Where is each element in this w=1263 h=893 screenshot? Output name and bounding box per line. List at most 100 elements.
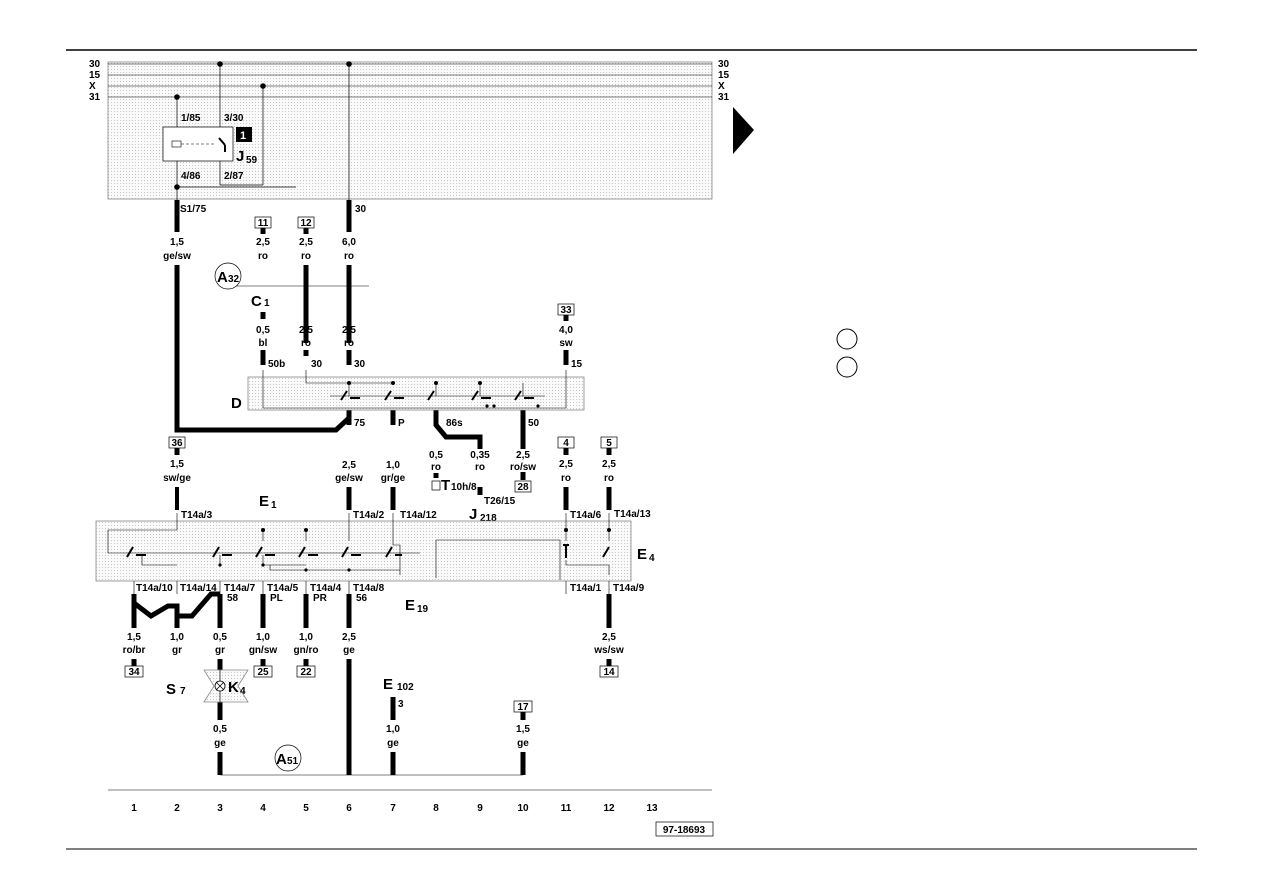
wire-label-4: 4 2,5 ro bbox=[557, 436, 575, 484]
wire-label-12: 12 2,5 ro bbox=[297, 216, 315, 262]
svg-text:ws/sw: ws/sw bbox=[593, 645, 624, 656]
e19-sub: 19 bbox=[417, 604, 429, 615]
svg-text:4: 4 bbox=[260, 803, 266, 814]
svg-text:3: 3 bbox=[217, 803, 223, 814]
wire-label-ign-p: 1,0 gr/ge bbox=[381, 460, 406, 484]
svg-text:1,5: 1,5 bbox=[170, 237, 184, 248]
svg-text:ro: ro bbox=[344, 251, 354, 262]
e4-sub: 4 bbox=[649, 553, 655, 564]
j218-label: J bbox=[469, 506, 477, 523]
svg-text:bl: bl bbox=[259, 338, 268, 349]
k4-sub: 4 bbox=[240, 686, 246, 697]
wire-label-ign-75: 2,5 ge/sw bbox=[335, 460, 363, 484]
svg-text:30: 30 bbox=[311, 359, 323, 370]
svg-text:0,5: 0,5 bbox=[213, 724, 227, 735]
wire-label-low-6: 2,5 ge bbox=[342, 632, 356, 656]
svg-text:gr: gr bbox=[215, 645, 225, 656]
svg-text:6,0: 6,0 bbox=[342, 237, 356, 248]
ign-pin-86s: 86s bbox=[446, 418, 463, 429]
ignition-switch-box bbox=[247, 376, 585, 411]
svg-text:ro: ro bbox=[604, 473, 614, 484]
relay-pin-330: 3/30 bbox=[224, 113, 244, 124]
pin-t14a-1: T14a/1 bbox=[570, 583, 602, 594]
j218-sub: 218 bbox=[480, 513, 497, 524]
legend-circle-icon bbox=[836, 328, 858, 350]
svg-text:3: 3 bbox=[398, 699, 404, 710]
relay-contact-icon bbox=[218, 137, 226, 152]
svg-text:ge: ge bbox=[387, 738, 399, 749]
wire-label-36: 36 1,5 sw/ge bbox=[163, 436, 191, 484]
svg-text:1,5: 1,5 bbox=[127, 632, 141, 643]
e1-label: E bbox=[259, 493, 269, 510]
svg-text:gr/ge: gr/ge bbox=[381, 473, 406, 484]
svg-text:1,0: 1,0 bbox=[170, 632, 184, 643]
s7-sub: 7 bbox=[180, 686, 186, 697]
svg-text:30: 30 bbox=[354, 359, 366, 370]
svg-text:36: 36 bbox=[171, 438, 183, 449]
svg-text:ro: ro bbox=[475, 462, 485, 473]
wire-label-ign-86s-b: 0,35 ro bbox=[470, 450, 490, 473]
rail-31-label-left: 31 bbox=[89, 92, 101, 103]
svg-text:2,5: 2,5 bbox=[299, 325, 313, 336]
rail-30-label-right: 30 bbox=[718, 59, 730, 70]
lamp-icon bbox=[214, 680, 226, 692]
svg-text:11: 11 bbox=[561, 803, 572, 814]
svg-text:1,5: 1,5 bbox=[170, 459, 184, 470]
t2615-label: T26/15 bbox=[484, 496, 516, 507]
switch-dots bbox=[218, 528, 611, 572]
svg-text:2,5: 2,5 bbox=[299, 237, 313, 248]
pin-t14a-4: T14a/4 bbox=[310, 583, 342, 594]
a32-label: A bbox=[217, 269, 228, 286]
wire-label-bottom-7: 3 1,0 ge bbox=[386, 699, 404, 749]
wire-label-bottom-10: 17 1,5 ge bbox=[513, 700, 533, 749]
svg-text:17: 17 bbox=[517, 702, 529, 713]
svg-text:9: 9 bbox=[477, 803, 483, 814]
pin-t14a-3: T14a/3 bbox=[181, 510, 213, 521]
wire-label-low-1: 1,5 ro/br 34 bbox=[123, 632, 146, 678]
ignition-contacts-icon bbox=[340, 390, 534, 401]
svg-text:4,0: 4,0 bbox=[559, 325, 573, 336]
svg-text:ge: ge bbox=[517, 738, 529, 749]
svg-text:7: 7 bbox=[390, 803, 396, 814]
svg-text:25: 25 bbox=[257, 667, 269, 678]
svg-text:2: 2 bbox=[174, 803, 180, 814]
pin-t14a-6: T14a/6 bbox=[570, 510, 602, 521]
legend-circle-icon bbox=[836, 356, 858, 378]
svg-text:2,5: 2,5 bbox=[342, 460, 356, 471]
svg-text:ro: ro bbox=[301, 338, 311, 349]
svg-text:1,0: 1,0 bbox=[386, 724, 400, 735]
relay-j59-sub: 59 bbox=[246, 155, 258, 166]
wire-label-low-4: 1,0 gn/sw 25 bbox=[249, 632, 278, 678]
next-page-arrow-icon[interactable] bbox=[733, 107, 754, 154]
s7-label: S bbox=[166, 681, 176, 698]
k4-label: K bbox=[228, 679, 239, 696]
relay-pin-486: 4/86 bbox=[181, 171, 201, 182]
ignition-switch-label: D bbox=[231, 395, 242, 412]
connector-t10h-icon bbox=[431, 480, 441, 491]
relay-pin-287: 2/87 bbox=[224, 171, 244, 182]
wire-label-50b: 0,5 bl 50b bbox=[256, 325, 285, 370]
ign-pin-50: 50 bbox=[528, 418, 540, 429]
svg-text:1,0: 1,0 bbox=[256, 632, 270, 643]
svg-text:ge: ge bbox=[343, 645, 355, 656]
svg-text:sw/ge: sw/ge bbox=[163, 473, 191, 484]
ignition-dots bbox=[347, 381, 540, 408]
svg-text:14: 14 bbox=[603, 667, 615, 678]
svg-text:ro: ro bbox=[344, 338, 354, 349]
svg-text:ro: ro bbox=[301, 251, 311, 262]
pin-t14a-12: T14a/12 bbox=[400, 510, 437, 521]
rail-x-label-left: X bbox=[89, 81, 96, 92]
relay-j59-label: J bbox=[236, 148, 244, 165]
svg-text:2,5: 2,5 bbox=[256, 237, 270, 248]
svg-text:1,5: 1,5 bbox=[516, 724, 530, 735]
t10h-label: T bbox=[441, 477, 450, 494]
svg-text:0,35: 0,35 bbox=[470, 450, 490, 461]
svg-text:ge/sw: ge/sw bbox=[163, 251, 191, 262]
svg-text:2,5: 2,5 bbox=[559, 459, 573, 470]
wire-label-low-2: 1,0 gr bbox=[170, 632, 184, 656]
e102-sub: 102 bbox=[397, 682, 414, 693]
wire-label-30: 6,0 ro bbox=[342, 237, 356, 262]
pin-t14a-7: T14a/7 bbox=[224, 583, 256, 594]
relay-marker: 1 bbox=[240, 130, 246, 142]
a51-circle bbox=[274, 744, 302, 772]
